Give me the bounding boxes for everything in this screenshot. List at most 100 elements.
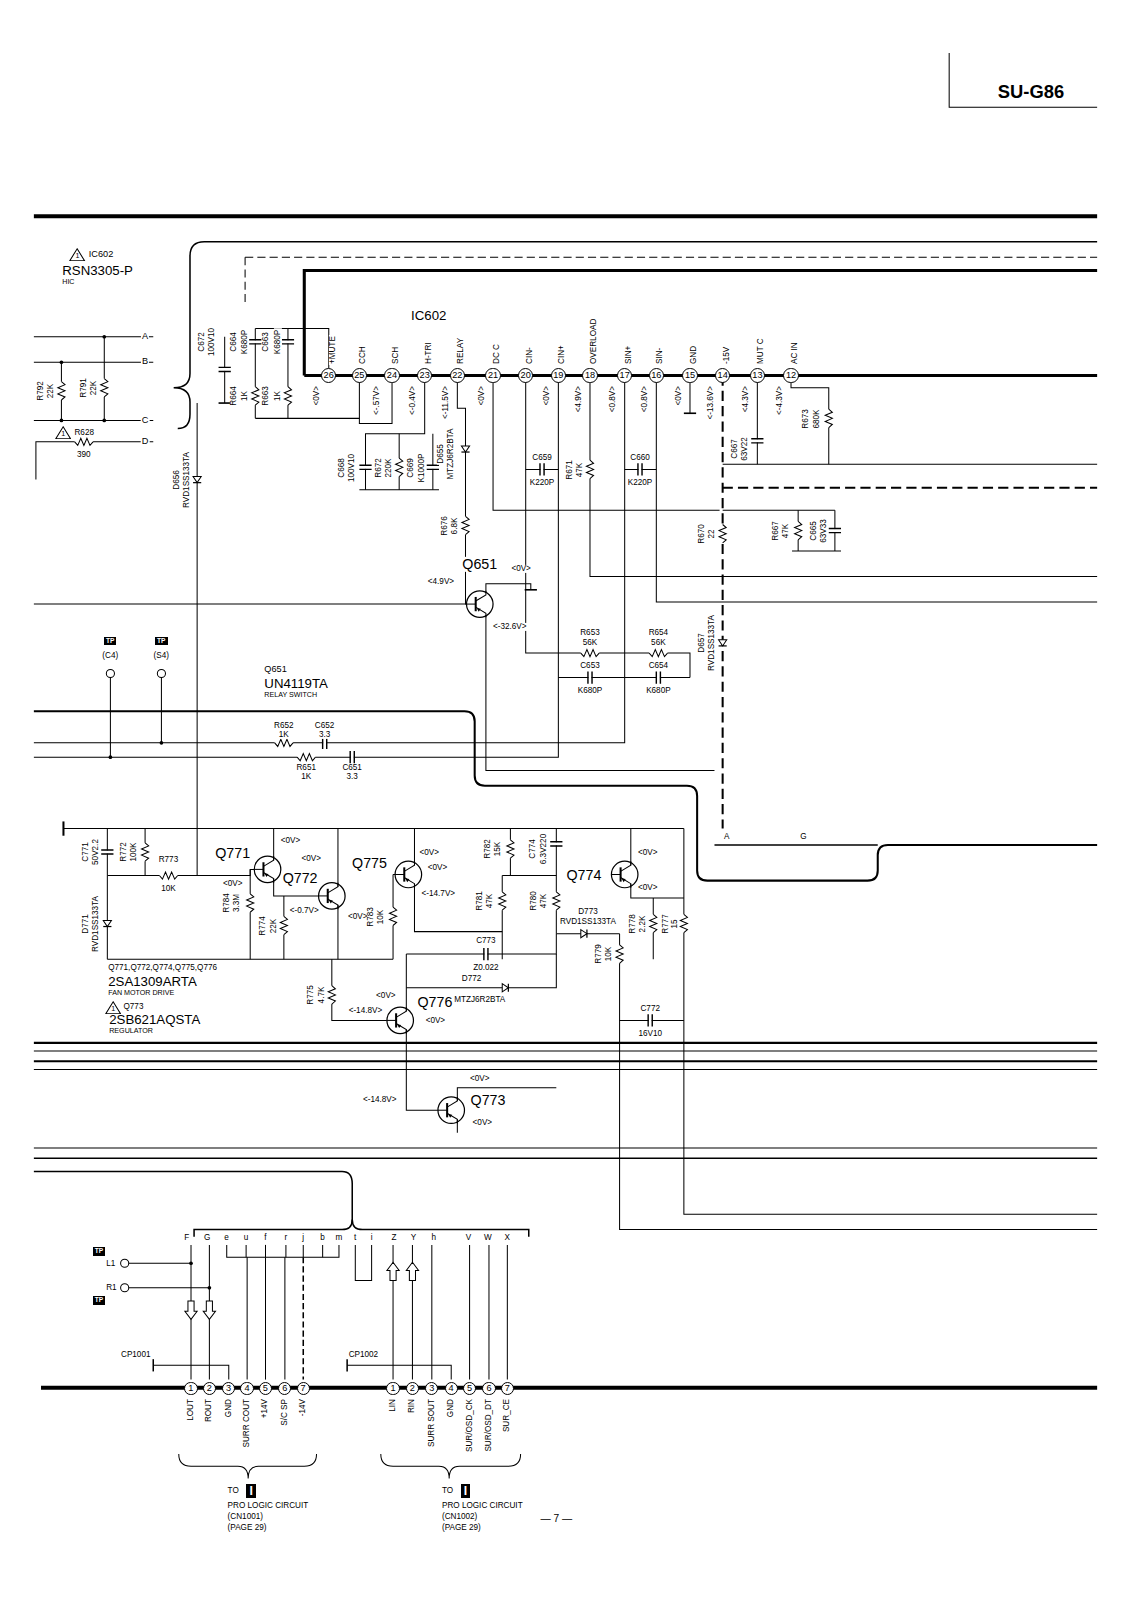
resistor-symbol [280,916,288,934]
resistor-symbol [461,516,469,534]
schematic-label: X [504,1234,511,1242]
node-text: 18 [585,371,595,380]
junction-dot [160,741,164,745]
transistor-symbol [329,900,333,904]
schematic-label: D656 [172,469,180,491]
transistor-symbol [404,878,414,888]
transistor-symbol [319,895,328,896]
schematic-label: D773 [577,907,599,915]
junction-dot [189,1261,193,1265]
pin-number: 20 [518,368,533,383]
schematic-label: 16V10 [637,1030,663,1038]
warning-triangle [56,427,71,439]
wire [34,420,153,421]
test-point [121,1284,129,1292]
schematic-label: C669 [407,457,415,479]
schematic-label: <0V> [427,864,449,872]
resistor-symbol [159,872,177,879]
pin-number: 3 [425,1382,438,1395]
resistor-symbol [680,914,687,932]
schematic-label: SURR SOUT [428,1398,436,1448]
bus-bracket [352,1219,529,1236]
diode-symbol [103,920,111,926]
schematic-label: <0V> [280,837,302,845]
signal-arrow [387,1262,399,1280]
node-text: 22 [452,371,462,380]
schematic-label: SUR_CE [503,1398,511,1433]
resistor-symbol [506,840,514,858]
schematic-label: L1 [105,1260,116,1268]
resistor-symbol [252,387,259,405]
schematic-label: FAN MOTOR DRIVE [107,991,175,998]
wire [792,551,841,552]
schematic-label: C653 [579,661,601,669]
wire [590,376,1097,577]
wire [337,905,338,959]
wire [486,615,715,770]
wire [273,829,274,861]
schematic-label: Q775 [351,855,388,869]
wire [34,1060,1097,1062]
capacitor-symbol [248,340,262,343]
wire [197,403,198,875]
schematic-label: <4.3V> [742,385,750,413]
schematic-label: 56K [582,639,599,647]
schematic-label: <4.9V> [575,385,583,413]
node-text: 21 [488,371,498,380]
wire [34,1147,1097,1148]
pin-number: 12 [783,368,798,383]
pin-number: 4 [240,1382,253,1395]
resistor-symbol [649,914,657,932]
schematic-label: R1 [105,1284,117,1292]
schematic-label: 3.3 [318,731,331,739]
schematic-label: C665 [809,520,817,542]
schematic-label: 100V10 [348,452,356,482]
capacitor-symbol [828,529,842,532]
schematic-label: K680P [241,329,249,356]
schematic-label: 63V33 [820,518,828,544]
schematic-label: TO [441,1487,454,1495]
schematic-label: C667 [731,438,739,460]
schematic-label: GND [225,1398,233,1418]
schematic-label: <0V> [637,849,659,857]
schematic-label: Q772 [282,871,319,885]
pin-number: 1 [386,1382,399,1395]
node-text: I [464,1485,467,1497]
transistor-symbol [328,883,338,893]
wire [332,959,387,1020]
wire [457,1119,458,1132]
node-text: TP [157,638,165,645]
schematic-label: (PAGE 29) [441,1524,482,1532]
schematic-label: -15V [723,346,731,365]
resistor-symbol [280,916,287,934]
schematic-label: <0V> [313,385,321,407]
transistor-symbol [467,591,494,618]
schematic-label: R777 [661,913,669,935]
wire [406,934,556,954]
schematic-label: R667 [772,520,780,542]
schematic-label: (CN1002) [441,1513,478,1521]
schematic-label: MTZJ6R2BTA [447,428,455,481]
schematic-label: RIN [408,1398,416,1414]
schematic-label: R775 [307,984,315,1006]
schematic-label: SUR/OSD_CK [465,1398,473,1453]
node-text: 6 [486,1384,491,1393]
capacitor-symbol [249,340,261,344]
capacitor-symbol [540,463,544,475]
transistor-symbol [621,878,631,888]
wire [34,1042,1097,1044]
pin-number: 16 [649,368,664,383]
warning-triangle [106,1002,121,1014]
schematic-label: (S4) [153,652,170,660]
capacitor-symbol [350,751,354,763]
wire [303,1245,304,1257]
schematic-label: <0V> [347,913,369,921]
schematic-label: (PAGE 29) [227,1524,268,1532]
schematic-label: 2SB621AQSTA [108,1013,201,1026]
pin-number: 7 [501,1382,514,1395]
wire [432,434,433,490]
schematic-label: C659 [531,454,553,462]
schematic-label: +14V [261,1398,269,1419]
wire [355,1245,371,1281]
junction-dot [208,1286,212,1290]
